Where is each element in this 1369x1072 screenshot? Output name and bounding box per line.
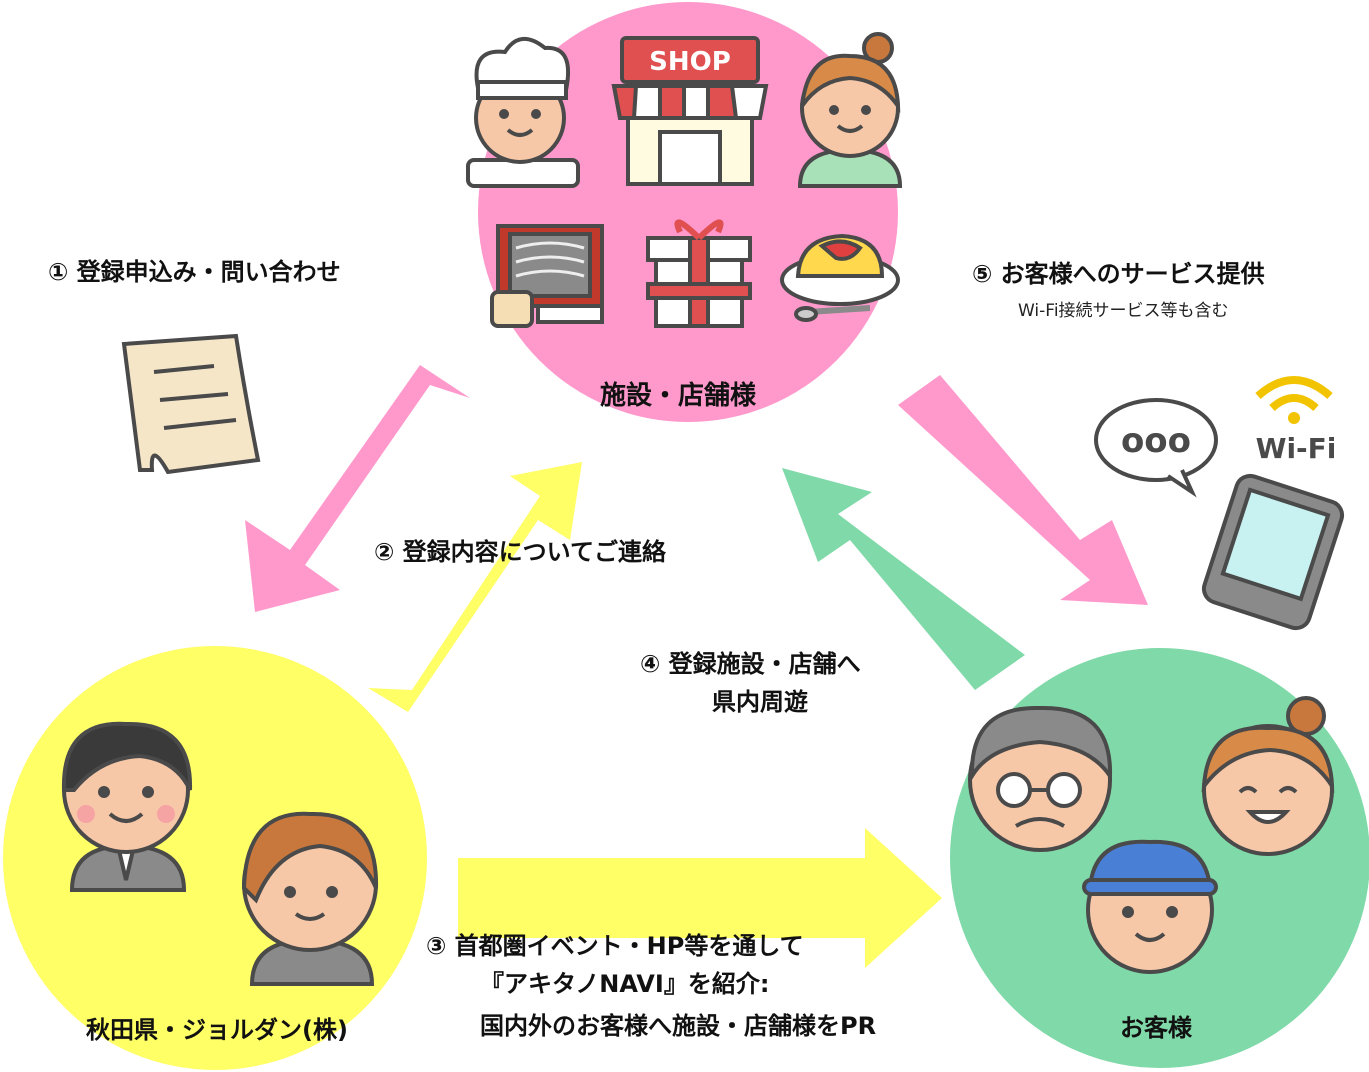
customer-grandpa-icon [968,705,1113,852]
step-3-line-3: 国内外のお客様へ施設・店舗様をPR [480,1012,877,1040]
soba-icon [490,224,604,328]
step-4-line-1: ④ 登録施設・店舗へ [640,650,861,678]
step-1-label: ① 登録申込み・問い合わせ [48,258,341,286]
smartphone-icon [1201,473,1345,631]
step-3-line-2: 『アキタノNAVI』を紹介: [480,970,770,998]
arrow-3-yellow [458,828,942,968]
wifi-icon: Wi-Fi [1255,376,1337,465]
arrow-2-yellow [368,462,582,712]
arrow-4-green [782,468,1025,690]
staff-man-icon [61,721,193,892]
chat-dots-text: ooo [1121,421,1191,461]
step-5-sublabel: Wi-Fi接続サービス等も含む [1018,301,1229,321]
staff-woman-icon [797,32,903,188]
step-2-label: ② 登録内容についてご連絡 [374,538,666,566]
step-5-label: ⑤ お客様へのサービス提供 [972,260,1265,288]
step-3-line-1: ③ 首都圏イベント・HP等を通して [426,932,804,960]
shop-sign-text: SHOP [649,47,731,77]
gift-icon [646,219,752,328]
wifi-text: Wi-Fi [1256,432,1337,465]
customer-woman-icon [1201,696,1335,856]
application-document-icon [121,333,261,475]
chef-icon [466,37,580,188]
step-4-line-2: 県内周遊 [712,688,808,716]
customer-boy-icon [1082,839,1218,974]
shop-icon: SHOP [611,36,769,186]
staff-woman-akita-icon [241,811,379,986]
customer-node-label: お客様 [1120,1014,1192,1042]
arrow-1-pink [245,365,470,612]
arrow-5-pink [898,375,1148,605]
omurice-icon [780,233,900,322]
shop-node-label: 施設・店舗様 [600,381,757,411]
akita-node-label: 秋田県・ジョルダン(株) [86,1016,348,1044]
chat-bubble-icon: ooo [1094,398,1218,498]
